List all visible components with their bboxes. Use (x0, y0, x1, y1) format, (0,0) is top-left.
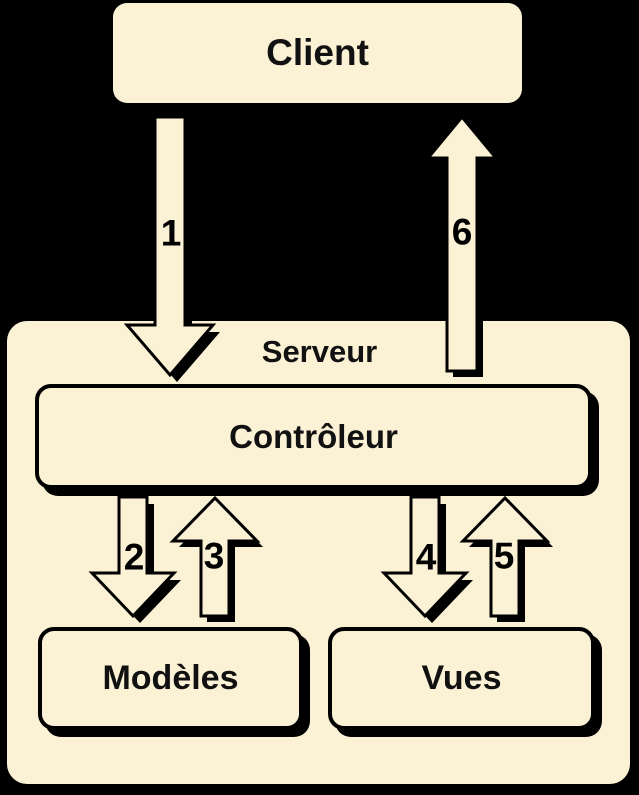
client-node: Client (113, 3, 522, 103)
vues-label: Vues (421, 659, 502, 697)
arrow-6-label: 6 (451, 211, 473, 253)
arrow-1-label: 1 (160, 212, 182, 254)
arrow-5-label: 5 (493, 535, 515, 577)
arrow-3-label: 3 (203, 535, 225, 577)
controleur-node: Contrôleur (35, 384, 592, 489)
client-label: Client (266, 32, 369, 73)
arrow-4-label: 4 (415, 536, 437, 578)
serveur-label: Serveur (261, 334, 378, 369)
modeles-label: Modèles (102, 659, 239, 697)
modeles-node: Modèles (38, 627, 303, 730)
arrow-2-label: 2 (123, 536, 145, 578)
controleur-label: Contrôleur (229, 417, 398, 455)
vues-node: Vues (328, 627, 595, 730)
